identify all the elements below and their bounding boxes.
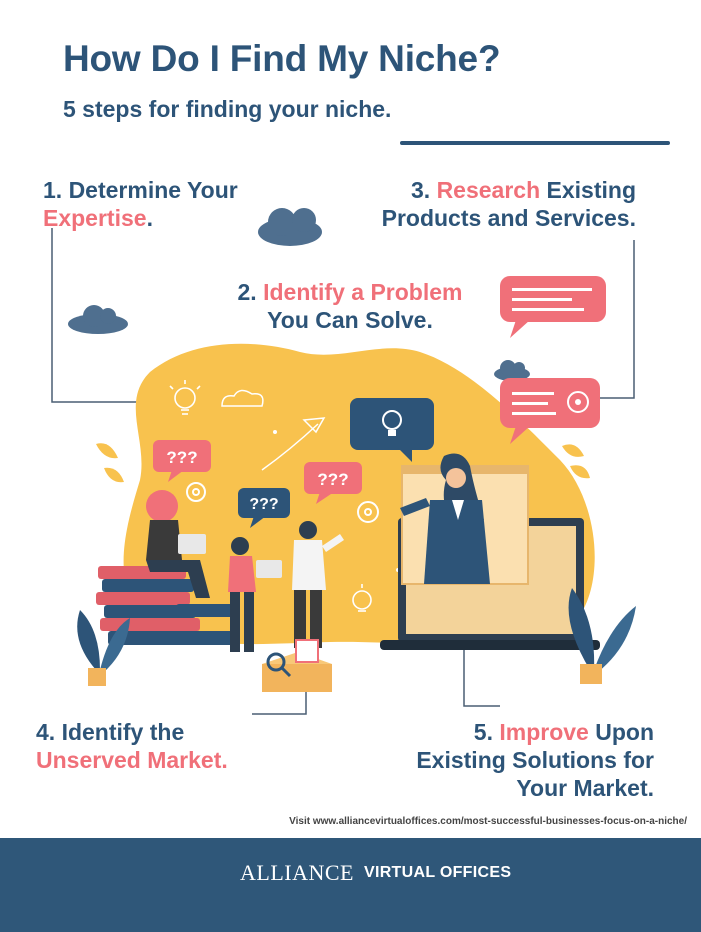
step-3: 3. Research Existing Products and Servic… [346,176,636,232]
gear-icon [186,482,379,523]
person-illustration [228,537,282,652]
leaf-icon [96,443,590,483]
step-5-line-1: 5. Improve Upon [356,718,654,746]
chat-bubble-icon [500,378,600,444]
step-1-line-2: Expertise. [43,204,238,232]
plant-icon [77,610,130,686]
brand-name: ALLIANCE [240,860,354,885]
step-5-line-2: Existing Solutions for [416,747,654,773]
footer-brand: ALLIANCE VIRTUAL OFFICES [240,860,511,886]
magnifier-icon [266,652,292,678]
step-2-prefix: 2. [237,279,264,305]
title-divider [400,141,670,145]
step-4: 4. Identify the Unserved Market. [36,718,228,774]
step-1-line-1: 1. Determine Your [43,177,238,203]
step-2-line-2: You Can Solve. [267,307,433,333]
step-5-suffix: Upon [588,719,654,745]
step-5-highlight: Improve [499,719,589,745]
step-3-line-2: Products and Services. [381,205,636,231]
lightbulb-bubble-icon [350,398,434,462]
question-bubble-icon [304,462,362,504]
step-5-line-3: Your Market. [516,775,654,801]
step-2-highlight: Identify a Problem [263,279,463,305]
step-4-line-1: 4. Identify the [36,719,185,745]
question-text: ??? [166,448,197,467]
cloud-icon [494,360,530,381]
person-illustration [292,521,344,648]
page-title: How Do I Find My Niche? [63,38,501,79]
person-illustration [400,453,490,584]
gear-icon [567,391,589,413]
connector-lines [51,228,635,715]
step-3-suffix: Existing [540,177,636,203]
chat-bubble-icon [500,276,606,338]
step-2-line-1: 2. Identify a Problem [210,278,490,306]
plant-icon [568,588,636,684]
step-5-prefix: 5. [473,719,500,745]
question-bubble-icon [238,488,290,528]
cloud-icon [258,208,322,246]
page-subtitle: 5 steps for finding your niche. [63,96,392,122]
lightbulb-icon [352,584,372,612]
step-1-highlight: Expertise [43,205,147,231]
step-3-prefix: 3. [410,177,437,203]
box-icon [262,639,332,692]
step-3-line-1: 3. Research Existing [346,176,636,204]
paper-plane-icon [261,417,326,471]
step-2: 2. Identify a Problem You Can Solve. [210,278,490,334]
step-1-suffix: . [146,205,153,231]
person-illustration [146,490,210,598]
lightbulb-icon [169,380,201,415]
visit-link[interactable]: Visit www.alliancevirtualoffices.com/mos… [289,816,687,827]
step-4-highlight: Unserved Market. [36,747,228,773]
brand-tagline: VIRTUAL OFFICES [363,864,512,881]
question-text: ??? [317,470,348,489]
step-3-highlight: Research [436,177,541,203]
footer-bar [0,838,701,932]
question-bubble-icon [153,440,211,482]
step-1: 1. Determine Your Expertise. [43,176,238,232]
cloud-outline-icon [221,389,264,407]
question-text: ??? [249,496,278,513]
cloud-icon [68,305,128,334]
step-5: 5. Improve Upon Existing Solutions for Y… [356,718,654,802]
